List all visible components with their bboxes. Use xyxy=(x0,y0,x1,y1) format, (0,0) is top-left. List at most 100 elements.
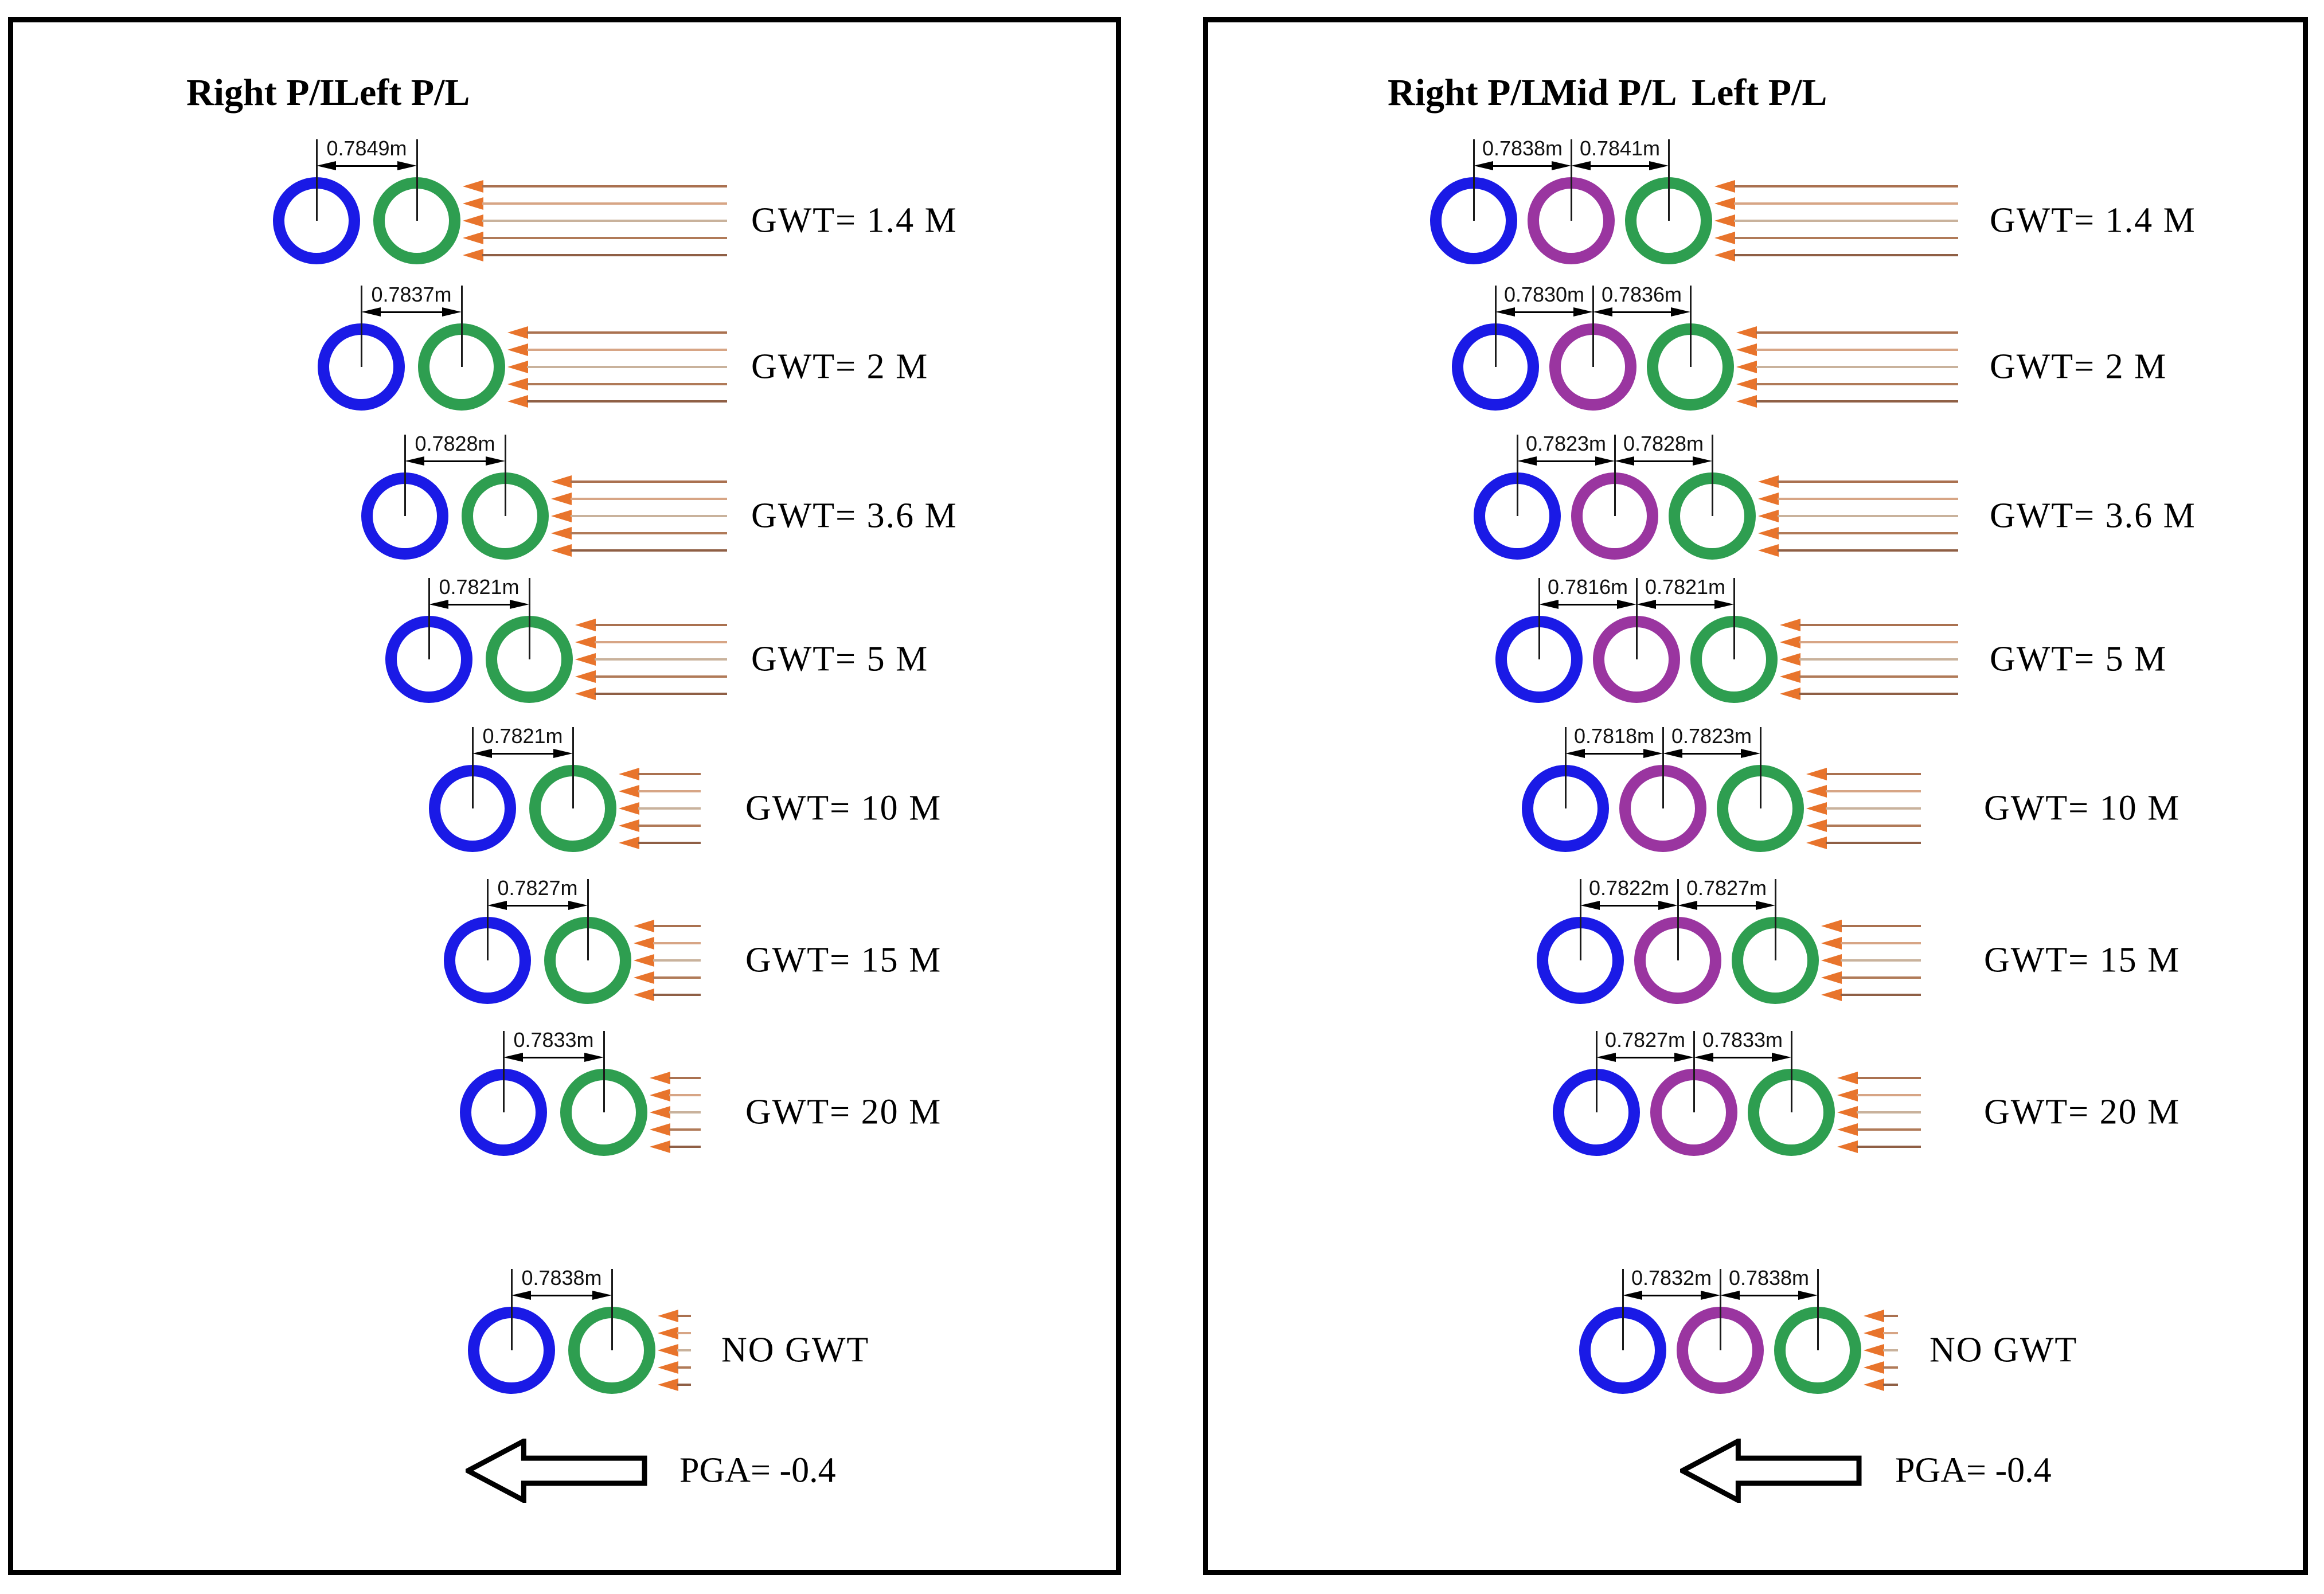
dimension-arrowhead-left xyxy=(1678,901,1697,910)
force-arrow-shaft xyxy=(677,1384,691,1386)
force-arrow-shaft xyxy=(595,693,727,695)
force-arrowhead-icon xyxy=(1864,1361,1884,1374)
dimension-value: 0.7827m xyxy=(497,876,578,900)
force-arrowhead-icon xyxy=(1780,687,1800,700)
dimension-arrowhead-right xyxy=(1798,1291,1818,1300)
force-arrowhead-icon xyxy=(463,197,483,210)
pile-center-line xyxy=(529,578,530,659)
gwt-case-label: GWT= 5 M xyxy=(1990,639,2167,679)
force-arrowhead-icon xyxy=(463,232,483,244)
dimension-line xyxy=(1556,604,1619,605)
force-arrow-shaft xyxy=(1734,254,1958,256)
force-arrow-shaft xyxy=(1756,400,1958,403)
dimension-arrowhead-left xyxy=(1663,749,1682,758)
gwt-case-label: GWT= 15 M xyxy=(745,940,942,980)
dimension-line xyxy=(1632,460,1695,462)
three-pile-panel-frame xyxy=(1203,17,2308,1575)
force-arrow-shaft xyxy=(482,237,727,239)
force-arrowhead-icon xyxy=(1736,361,1757,373)
pile-center-line xyxy=(1473,139,1475,221)
pile-center-line xyxy=(1791,1031,1792,1112)
pile-center-line xyxy=(1775,879,1776,960)
dimension-value: 0.7818m xyxy=(1573,724,1655,748)
pile-column-header: Left P/L xyxy=(1692,72,1827,114)
force-arrowhead-icon xyxy=(619,802,639,815)
pile-center-line xyxy=(503,1031,505,1112)
dimension-arrowhead-right xyxy=(1573,307,1593,317)
force-arrowhead-icon xyxy=(507,395,528,408)
force-arrow-shaft xyxy=(653,925,701,927)
force-arrow-shaft xyxy=(1857,1111,1921,1114)
gwt-case-label: GWT= 3.6 M xyxy=(751,496,958,536)
dimension-line xyxy=(521,1057,587,1058)
force-arrow-shaft xyxy=(1841,925,1921,927)
force-arrow-shaft xyxy=(669,1094,701,1096)
force-arrow-shaft xyxy=(677,1349,691,1351)
dimension-line xyxy=(1583,753,1646,755)
force-arrowhead-icon xyxy=(619,768,639,780)
dimension-value: 0.7838m xyxy=(1728,1266,1810,1290)
dimension-value: 0.7821m xyxy=(1645,575,1726,599)
force-arrow-shaft xyxy=(527,349,727,351)
force-arrow-shaft xyxy=(677,1332,691,1334)
dimension-value: 0.7830m xyxy=(1503,283,1585,306)
dimension-arrowhead-right xyxy=(486,456,505,466)
dimension-value: 0.7832m xyxy=(1631,1266,1712,1290)
gwt-case-label: GWT= 20 M xyxy=(1984,1092,2181,1132)
force-arrowhead-icon xyxy=(1837,1106,1858,1119)
pile-center-line xyxy=(603,1031,605,1112)
dimension-line xyxy=(529,1295,595,1296)
dimension-line xyxy=(422,460,488,462)
force-arrowhead-icon xyxy=(658,1344,678,1357)
force-arrowhead-icon xyxy=(551,527,572,540)
pile-center-line xyxy=(461,286,463,367)
force-arrowhead-icon xyxy=(658,1310,678,1322)
force-arrowhead-icon xyxy=(507,343,528,356)
force-arrow-shaft xyxy=(1799,658,1958,661)
dimension-line xyxy=(334,165,400,167)
force-arrowhead-icon xyxy=(619,837,639,849)
force-arrow-shaft xyxy=(677,1366,691,1369)
force-arrow-shaft xyxy=(571,480,727,483)
force-arrow-shaft xyxy=(1778,480,1958,483)
dimension-arrowhead-left xyxy=(1565,749,1585,758)
dimension-arrowhead-left xyxy=(472,749,492,758)
force-arrow-shaft xyxy=(482,254,727,256)
pile-column-header: Right P/L xyxy=(186,72,345,114)
force-arrow-shaft xyxy=(1883,1315,1898,1317)
gwt-case-label: GWT= 5 M xyxy=(751,639,929,679)
force-arrowhead-icon xyxy=(1864,1310,1884,1322)
force-arrow-shaft xyxy=(638,773,701,775)
force-arrowhead-icon xyxy=(619,819,639,832)
force-arrowhead-icon xyxy=(1758,475,1779,488)
force-arrow-shaft xyxy=(1857,1077,1921,1079)
dimension-arrowhead-right xyxy=(1617,600,1636,609)
dimension-line xyxy=(1695,905,1758,907)
dimension-arrowhead-right xyxy=(592,1291,612,1300)
gwt-case-label: GWT= 1.4 M xyxy=(1990,201,2196,240)
force-arrowhead-icon xyxy=(1806,768,1827,780)
pile-center-line xyxy=(1517,435,1518,516)
dimension-arrowhead-right xyxy=(1595,456,1615,466)
force-arrowhead-icon xyxy=(1821,989,1842,1001)
force-arrowhead-icon xyxy=(1736,395,1757,408)
pga-direction-arrow xyxy=(1677,1436,1862,1505)
dimension-arrowhead-left xyxy=(1539,600,1559,609)
force-arrowhead-icon xyxy=(1714,232,1735,244)
gwt-case-label: GWT= 20 M xyxy=(745,1092,942,1132)
force-arrowhead-icon xyxy=(619,785,639,798)
dimension-line xyxy=(1491,165,1554,167)
pile-center-line xyxy=(1614,435,1616,516)
force-arrow-shaft xyxy=(1756,349,1958,351)
dimension-line xyxy=(1610,311,1673,313)
dimension-value: 0.7821m xyxy=(439,575,520,599)
force-arrow-shaft xyxy=(1826,807,1921,810)
dimension-value: 0.7821m xyxy=(482,724,563,748)
dimension-value: 0.7838m xyxy=(1482,136,1563,160)
pile-column-header: Left P/L xyxy=(334,72,470,114)
dimension-arrowhead-left xyxy=(429,600,448,609)
force-arrow-shaft xyxy=(527,383,727,385)
gwt-case-label: GWT= 15 M xyxy=(1984,940,2181,980)
force-arrow-shaft xyxy=(1826,842,1921,844)
dimension-line xyxy=(1614,1057,1677,1058)
